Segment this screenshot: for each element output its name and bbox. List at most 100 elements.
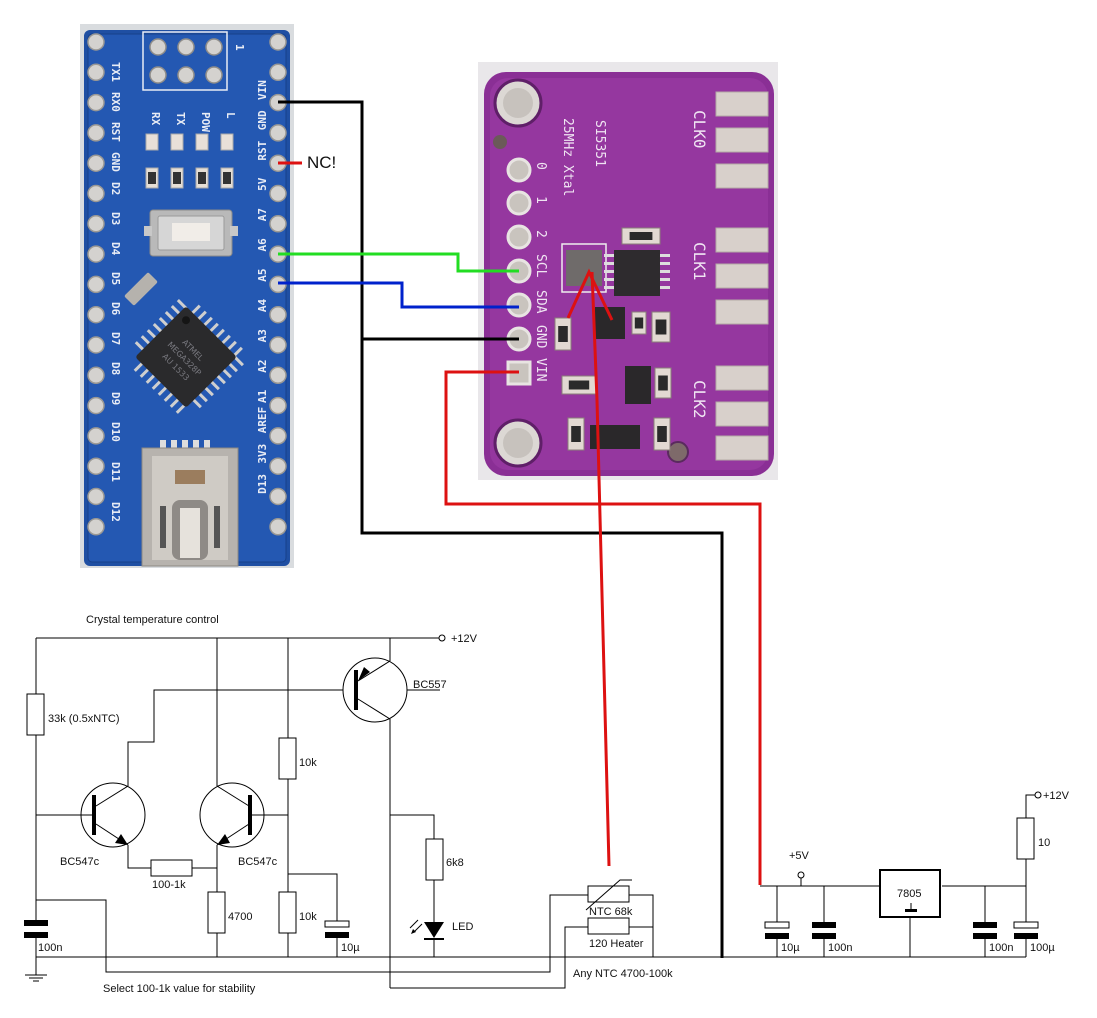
resistor-10-ohm [1016,817,1035,860]
resistor-10k-top-label: 10k [299,757,317,769]
ground-symbol [25,974,47,982]
nano-left-pin-label: D6 [109,302,122,316]
nano-right-pin-label: A3 [256,329,269,342]
q1-label: BC547c [60,856,100,868]
vin-5v-wire [444,370,762,885]
resistor-6k8-label: 6k8 [446,857,464,869]
capacitor-100n-left [24,920,48,926]
nano-pin-hole [269,457,287,475]
stability-note: Select 100-1k value for stability [103,983,256,995]
nano-pin-hole [269,366,287,385]
transistor-q1-bc547c [36,689,440,869]
icsp-pin [149,38,167,56]
si5351-ic [614,250,660,296]
q3-label: BC557 [413,679,447,691]
si5351-pin-hole [506,292,532,318]
si5351-pin-label: SDA [533,290,548,314]
schematic-title: Crystal temperature control [86,614,219,626]
nano-crystal [124,272,158,306]
resistor-10k-bottom [278,891,297,934]
clock-pad [715,163,769,189]
nano-right-pin-label: A2 [256,359,269,372]
supply-12v-reg-label: +12V [1043,790,1070,802]
resistor-6k8 [425,838,444,881]
xtal-outline [561,243,607,293]
nano-led-label: TX [174,112,187,126]
nano-right-pin-label: RST [256,140,269,160]
nano-left-pin-holes [87,33,105,536]
supply-12v-label: +12V [451,633,478,645]
nano-pin-hole [87,487,105,506]
clock-pad [715,263,769,289]
nano-left-pin-label: D3 [109,212,122,225]
capacitor-100n-reg-in [973,922,997,928]
power-supply-regulator: +5V 10µ 100n 7805 100n 100µ 10 [760,790,1070,957]
clock-pad [715,365,769,391]
resistor-100-1k-label: 100-1k [152,879,186,891]
nano-left-pin-label: D11 [109,462,122,482]
sda-wire [278,281,519,309]
clock-output-label: CLK2 [690,380,709,419]
capacitor-10u-label: 10µ [341,942,360,954]
capacitor-10u [324,920,350,928]
ntc-thermistor [587,885,630,903]
nano-pin-hole [87,336,105,354]
nano-pin-hole [269,63,287,82]
nano-pin-hole [269,427,287,445]
supply-12v-terminal-reg [1034,791,1042,799]
si5351-pin-hole [506,190,532,216]
nano-pin-hole [87,33,105,51]
nano-pin-hole [87,457,105,475]
nano-pin-hole [269,518,287,536]
nano-pin-hole [87,396,105,415]
nano-pin-hole [269,487,287,506]
connection-wires [278,100,762,958]
si5351-pin-label: 1 [533,196,548,204]
nano-right-pin-label: A5 [256,269,269,282]
capacitor-100u-label: 100µ [1030,942,1055,954]
nano-led [145,133,159,151]
nano-left-pin-label: GND [109,152,122,172]
capacitor-100n-reg-out [812,922,836,928]
nc-label: NC! [307,153,336,172]
nano-right-pin-holes [269,33,287,536]
nano-led-label: L [224,112,237,119]
supply-5v-label: +5V [789,850,810,862]
nano-pin-hole [269,33,287,51]
nano-pin-hole [87,215,105,233]
icsp-pin [205,66,223,84]
si5351-pin-label: GND [533,325,548,349]
resistor-10k-bottom-label: 10k [299,911,317,923]
nano-left-pin-label: RX0 [109,92,122,112]
nano-pin-hole [87,63,105,82]
nano-pin-hole [87,93,105,112]
resistor-33k-label: 33k (0.5xNTC) [48,713,120,725]
si5351-pin-hole [506,157,532,183]
gnd-wire [278,100,724,958]
ntc-label: NTC 68k [589,906,633,918]
supply-12v-terminal [438,634,446,642]
icsp-header [142,31,228,91]
nano-left-pin-label: D2 [109,182,122,195]
nano-led [195,133,209,151]
clock-output-label: CLK0 [690,110,709,149]
si5351-chip-label: SI5351 [592,120,607,167]
nano-pin-hole [87,154,105,172]
nano-right-pin-label: GND [256,110,269,130]
icsp-pin [149,66,167,84]
resistor-4700-label: 4700 [228,911,252,923]
nano-right-pin-label: 5V [256,177,269,191]
smd-transistor [595,307,625,339]
nano-right-pin-label: 3V3 [256,444,269,464]
temperature-control-schematic: Crystal temperature control +12V 33k (0.… [24,614,1026,995]
regulator-7805-label: 7805 [897,888,921,900]
arduino-nano-board: 1 TX1RX0RSTGNDD2D3D4D5D6D7D8D9D10D11D12 … [80,24,294,568]
nano-pin-hole [269,396,287,415]
nano-pin-hole [87,184,105,203]
nano-left-pin-label: D8 [109,362,122,375]
nano-left-pin-label: D10 [109,422,122,442]
nano-led-label: RX [149,112,162,126]
smd-transistor [625,366,651,404]
nano-right-pin-label: A6 [256,238,269,252]
